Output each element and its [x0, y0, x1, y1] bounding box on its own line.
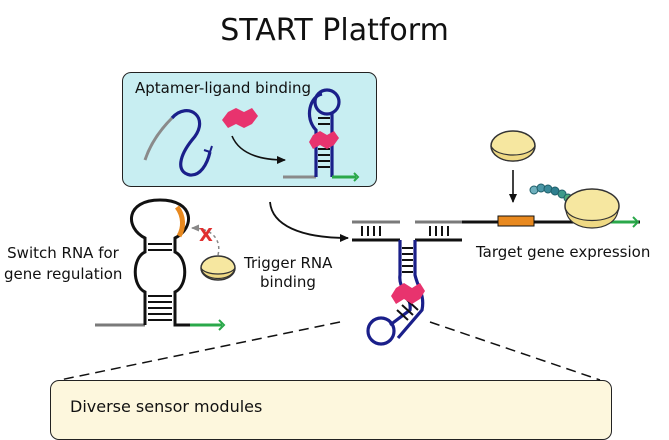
ribosome-free [490, 130, 536, 162]
binding-arrow [231, 135, 286, 164]
ligand-molecule [222, 108, 258, 128]
aptamer-panel-label: Aptamer-ligand binding [135, 79, 312, 97]
sensor-modules-label: Diverse sensor modules [70, 397, 263, 416]
target-gene-label: Target gene expression [476, 243, 651, 261]
trigger-rna-label-line2: binding [260, 273, 316, 291]
trigger-rna-label: Trigger RNA binding [244, 254, 332, 292]
ribosome-translating [564, 188, 620, 229]
block-mark: X [199, 225, 213, 246]
trigger-binding-arrow [269, 201, 349, 242]
zoom-line-right [429, 321, 601, 381]
trigger-switch-complex [352, 215, 640, 346]
zoom-line-left [59, 321, 341, 381]
ribosome-blocked [200, 255, 236, 281]
trigger-rna-label-line1: Trigger RNA [244, 254, 333, 272]
unfolded-aptamer [143, 109, 213, 177]
switch-rna-label-line2: gene regulation [4, 265, 123, 283]
switch-rna-label: Switch RNA for gene regulation [4, 243, 122, 285]
diagram-artwork: X [59, 88, 640, 381]
switch-rna-label-line1: Switch RNA for [7, 244, 119, 262]
folded-aptamer [283, 88, 360, 182]
diagram-title: START Platform [220, 13, 449, 48]
switch-rna [95, 198, 226, 331]
